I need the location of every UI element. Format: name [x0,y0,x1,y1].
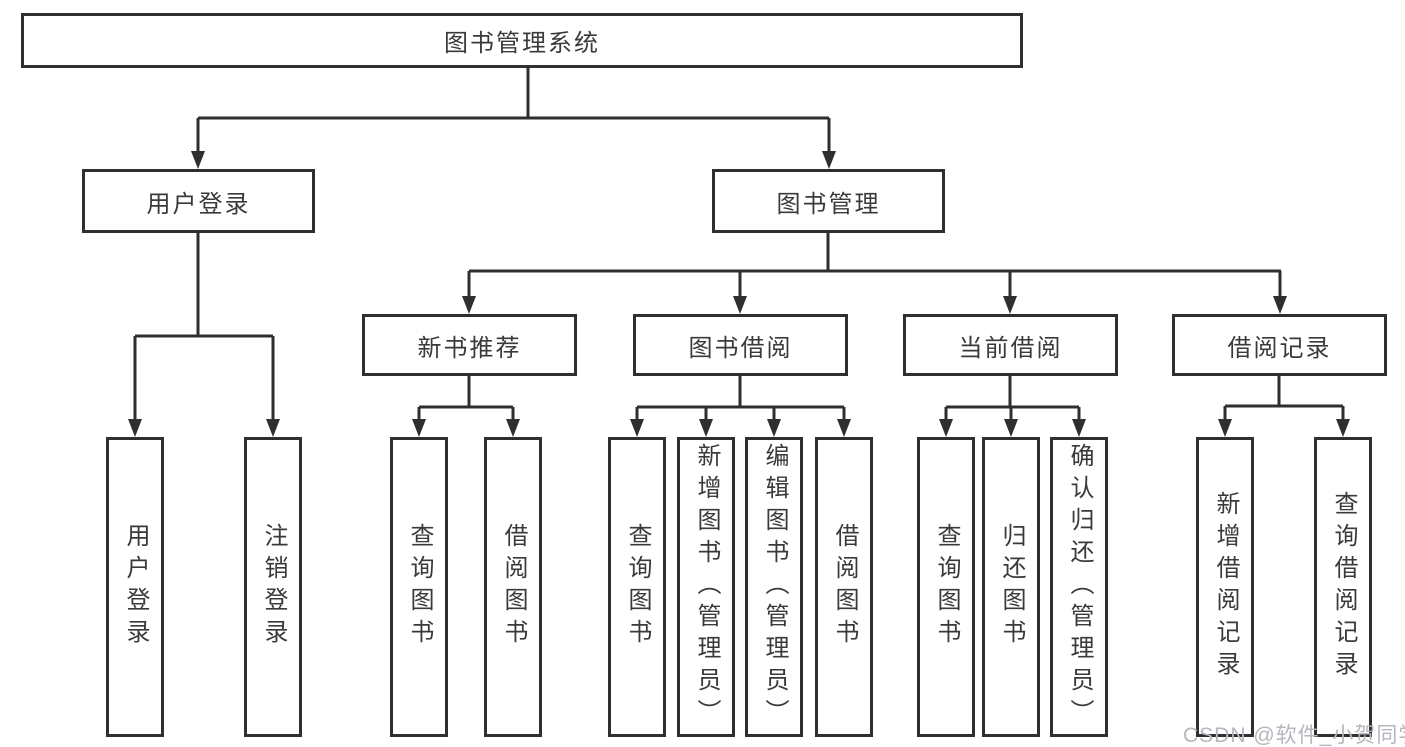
leaf-return-books: 归还图书 [982,437,1040,737]
leaf-search-books-2: 查询图书 [608,437,666,737]
node-book-borrowing: 图书借阅 [633,314,848,376]
leaf-edit-books-admin: 编辑图书（管理员） [745,437,803,737]
leaf-search-books-1: 查询图书 [390,437,448,737]
leaf-borrow-books-2: 借阅图书 [815,437,873,737]
leaf-borrow-books-1: 借阅图书 [484,437,542,737]
node-book-management: 图书管理 [712,169,945,233]
leaf-search-borrow-record: 查询借阅记录 [1314,437,1372,737]
leaf-logout: 注销登录 [244,437,302,737]
leaf-search-books-3: 查询图书 [917,437,975,737]
leaf-confirm-return-admin: 确认归还（管理员） [1050,437,1108,737]
node-user-login: 用户登录 [82,169,315,233]
leaf-add-books-admin: 新增图书（管理员） [677,437,735,737]
leaf-add-borrow-record: 新增借阅记录 [1196,437,1254,737]
node-library-management-system: 图书管理系统 [21,13,1023,68]
node-borrowing-records: 借阅记录 [1172,314,1387,376]
node-current-borrowing: 当前借阅 [903,314,1118,376]
csdn-watermark: CSDN @软件_小贺同学 [1183,724,1405,747]
leaf-user-login: 用户登录 [106,437,164,737]
node-new-book-recommendation: 新书推荐 [362,314,577,376]
